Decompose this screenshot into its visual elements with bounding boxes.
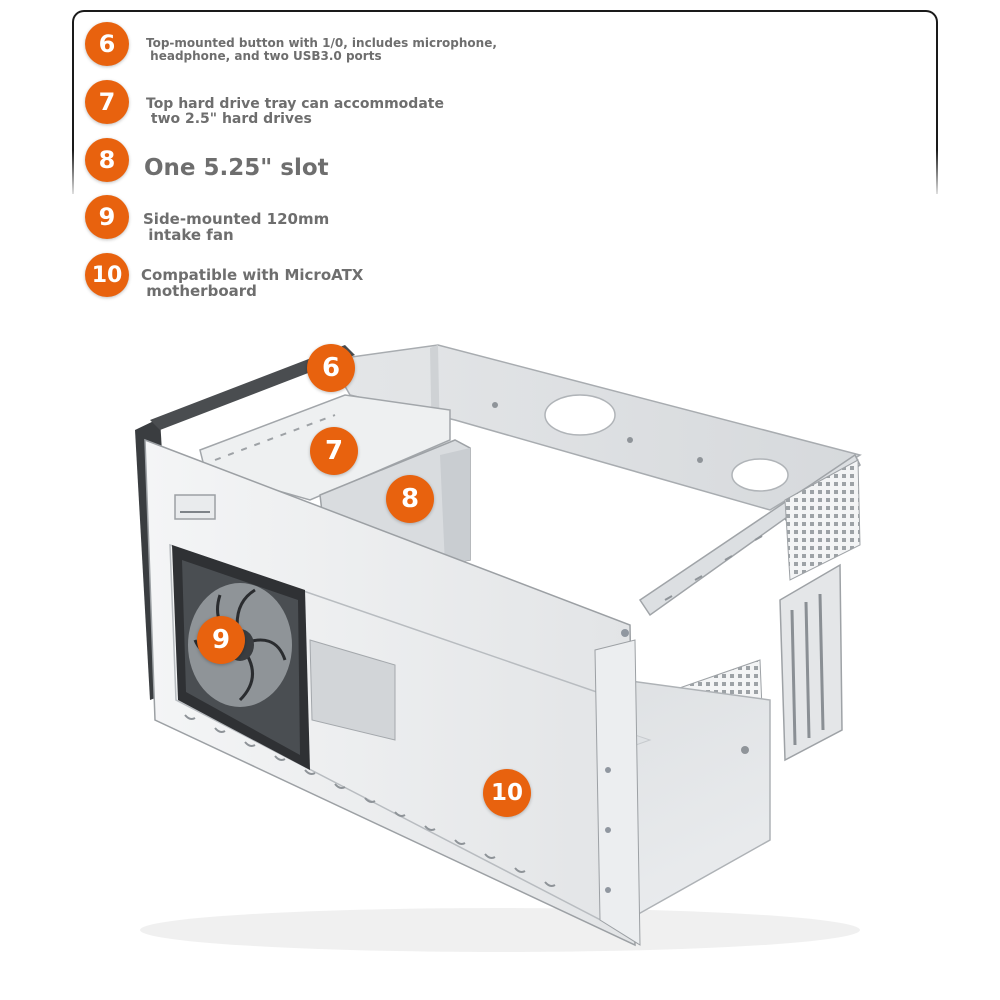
fan-icon bbox=[172, 545, 310, 770]
callout-6: 6 bbox=[307, 344, 355, 392]
legend-text-9: Side-mounted 120mm intake fan bbox=[143, 210, 330, 244]
callout-8: 8 bbox=[386, 475, 434, 523]
legend-text-6: Top-mounted button with 1/0, includes mi… bbox=[146, 36, 497, 63]
legend-badge-6: 6 bbox=[85, 22, 129, 66]
callout-10: 10 bbox=[483, 769, 531, 817]
legend-badge-10: 10 bbox=[85, 253, 129, 297]
legend-text-7: Top hard drive tray can accommodate two … bbox=[146, 96, 444, 127]
legend-badge-7: 7 bbox=[85, 80, 129, 124]
legend-text-8: One 5.25" slot bbox=[144, 155, 329, 181]
callout-9: 9 bbox=[197, 616, 245, 664]
legend-text-10: Compatible with MicroATX motherboard bbox=[141, 266, 364, 300]
callout-7: 7 bbox=[310, 427, 358, 475]
legend-badge-8: 8 bbox=[85, 138, 129, 182]
legend-badge-9: 9 bbox=[85, 195, 129, 239]
